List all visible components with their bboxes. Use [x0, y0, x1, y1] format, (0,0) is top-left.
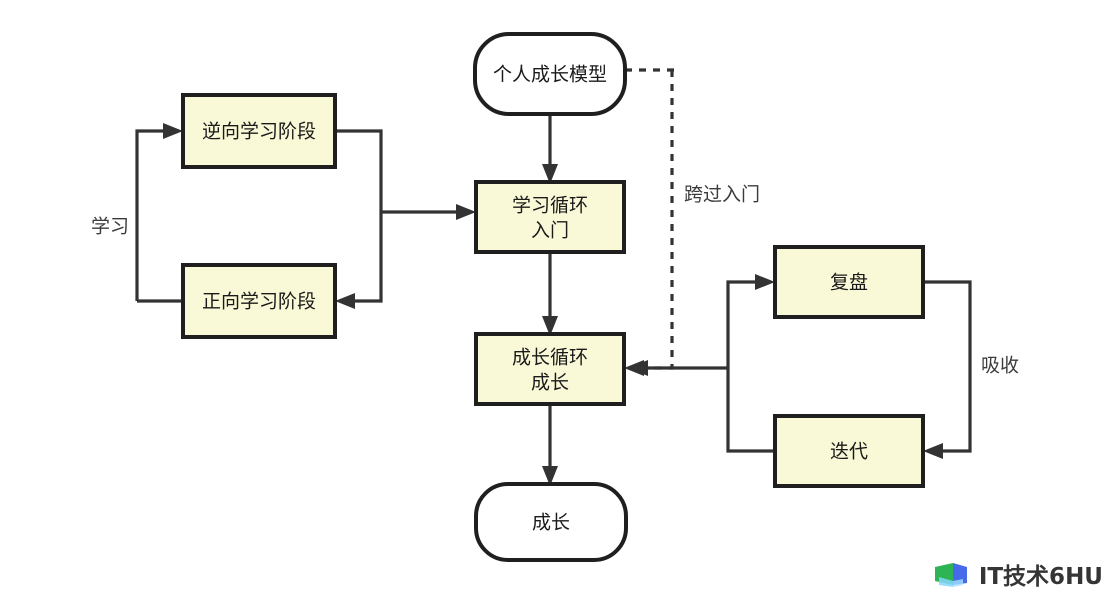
edge-model-to-growth-dashed [628, 70, 674, 376]
edge-iterate-to-growth-bus [726, 368, 775, 453]
folder-logo-icon [934, 563, 967, 587]
node-label-personal-growth-model: 个人成长模型 [493, 64, 607, 86]
node-learning-loop-entry[interactable]: 学习循环 入门 [474, 180, 626, 254]
edge-model-to-learning-entry [542, 114, 558, 184]
watermark: IT技术6HU [933, 557, 1103, 591]
edge-learning-left-loop [135, 123, 183, 303]
node-label-reverse-learning-stage: 逆向学习阶段 [202, 121, 316, 143]
edge-label-cross-entry: 跨过入门 [684, 184, 760, 206]
node-label-learning-loop-entry-line1: 学习循环 [512, 195, 588, 217]
node-reverse-learning-stage[interactable]: 逆向学习阶段 [181, 93, 337, 169]
node-label-forward-learning-stage: 正向学习阶段 [202, 291, 316, 313]
node-label-growth-end: 成长 [532, 512, 570, 534]
edge-label-learning: 学习 [91, 216, 129, 238]
edge-growth-bus-to-review [726, 274, 775, 368]
edge-label-absorb: 吸收 [981, 355, 1019, 377]
edge-growth-bus-to-growth-node [624, 360, 728, 376]
node-personal-growth-model[interactable]: 个人成长模型 [473, 32, 627, 116]
node-review[interactable]: 复盘 [773, 245, 925, 319]
node-label-iterate: 迭代 [830, 441, 868, 463]
node-forward-learning-stage[interactable]: 正向学习阶段 [181, 263, 337, 339]
node-label-growth-loop-growth-line1: 成长循环 [512, 347, 588, 369]
edge-reverse-to-forward-bus [335, 129, 383, 309]
edge-growth-to-end [542, 404, 558, 486]
node-label-growth-loop-growth-line2: 成长 [531, 372, 569, 394]
node-growth-loop-growth[interactable]: 成长循环 成长 [474, 332, 626, 406]
node-growth-end[interactable]: 成长 [474, 482, 628, 562]
watermark-text: IT技术6HU [978, 564, 1103, 590]
edge-learning-bus-to-entry [381, 204, 476, 220]
edge-learning-entry-to-growth [542, 252, 558, 336]
edge-review-to-iterate [923, 280, 972, 459]
node-label-learning-loop-entry-line2: 入门 [531, 220, 569, 242]
node-iterate[interactable]: 迭代 [773, 414, 925, 488]
node-label-review: 复盘 [830, 272, 868, 294]
